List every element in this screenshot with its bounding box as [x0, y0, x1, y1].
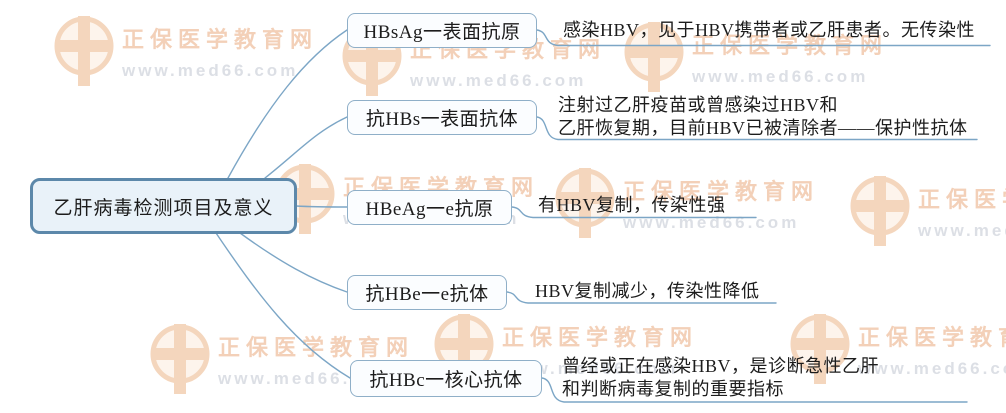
desc-line: HBV复制减少，传染性降低 [535, 281, 760, 301]
watermark-brand: 正保医学教育网 [918, 187, 1006, 212]
watermark-brand: 正保医学教育网 [122, 27, 319, 52]
watermark-url: www.med66.com [918, 221, 1006, 240]
branch-node-label: HBsAg一表面抗原 [363, 22, 521, 43]
desc-anti-hbs: 注射过乙肝疫苗或曾感染过HBV和 乙肝恢复期，目前HBV已被清除者——保护性抗体 [558, 94, 968, 139]
watermark: 正保医学教育网 www.med66.com [788, 312, 1006, 386]
med66-logo-icon [54, 16, 114, 86]
root-node-label: 乙肝病毒检测项目及意义 [53, 197, 274, 219]
desc-line: 和判断病毒复制的重要指标 [562, 378, 784, 399]
watermark-brand: 正保医学教育网 [623, 179, 820, 204]
watermark-url: www.med66.com [692, 67, 869, 86]
branch-node-label: 抗HBs一表面抗体 [365, 109, 519, 130]
watermark-brand: 正保医学教育网 [218, 335, 415, 360]
watermark-url: www.med66.com [122, 61, 299, 80]
watermark-brand: 正保医学教育网 [502, 325, 699, 350]
branch-node-hbeag: HBeAg一e抗原 [347, 190, 512, 225]
med66-logo-icon [790, 314, 850, 384]
watermark: 正保医学教育网 www.med66.com [848, 174, 1006, 248]
desc-line: 注射过乙肝疫苗或曾感染过HBV和 [558, 95, 839, 115]
desc-hbeag: 有HBV复制，传染性强 [538, 194, 726, 217]
branch-node-anti-hbc: 抗HBc一核心抗体 [350, 360, 542, 397]
desc-anti-hbe: HBV复制减少，传染性降低 [535, 280, 760, 303]
branch-node-anti-hbs: 抗HBs一表面抗体 [347, 100, 537, 135]
watermark-brand: 正保医学教育网 [858, 325, 1006, 350]
watermark-url: www.med66.com [410, 71, 587, 90]
desc-hbsag: 感染HBV，见于HBV携带者或乙肝患者。无传染性 [563, 19, 975, 42]
desc-anti-hbc: 曾经或正在感染HBV，是诊断急性乙肝 和判断病毒复制的重要指标 [562, 355, 879, 400]
branch-node-anti-hbe: 抗HBe一e抗体 [347, 275, 507, 310]
branch-node-label: 抗HBe一e抗体 [365, 284, 489, 305]
desc-line: 曾经或正在感染HBV，是诊断急性乙肝 [562, 356, 880, 376]
watermark-url: www.med66.com [858, 359, 1006, 378]
desc-line: 有HBV复制，传染性强 [538, 195, 726, 215]
watermark: 正保医学教育网 www.med66.com [432, 312, 698, 386]
watermark-url: www.med66.com [502, 359, 679, 378]
desc-line: 感染HBV，见于HBV携带者或乙肝患者。无传染性 [563, 20, 976, 40]
med66-logo-icon [150, 324, 210, 394]
branch-node-label: 抗HBc一核心抗体 [369, 370, 523, 391]
watermark: 正保医学教育网 www.med66.com [52, 14, 318, 88]
desc-line: 乙肝恢复期，目前HBV已被清除者——保护性抗体 [558, 117, 968, 138]
branch-node-hbsag: HBsAg一表面抗原 [347, 13, 537, 48]
root-node: 乙肝病毒检测项目及意义 [30, 178, 297, 234]
med66-logo-icon [850, 176, 910, 246]
branch-node-label: HBeAg一e抗原 [365, 199, 494, 220]
